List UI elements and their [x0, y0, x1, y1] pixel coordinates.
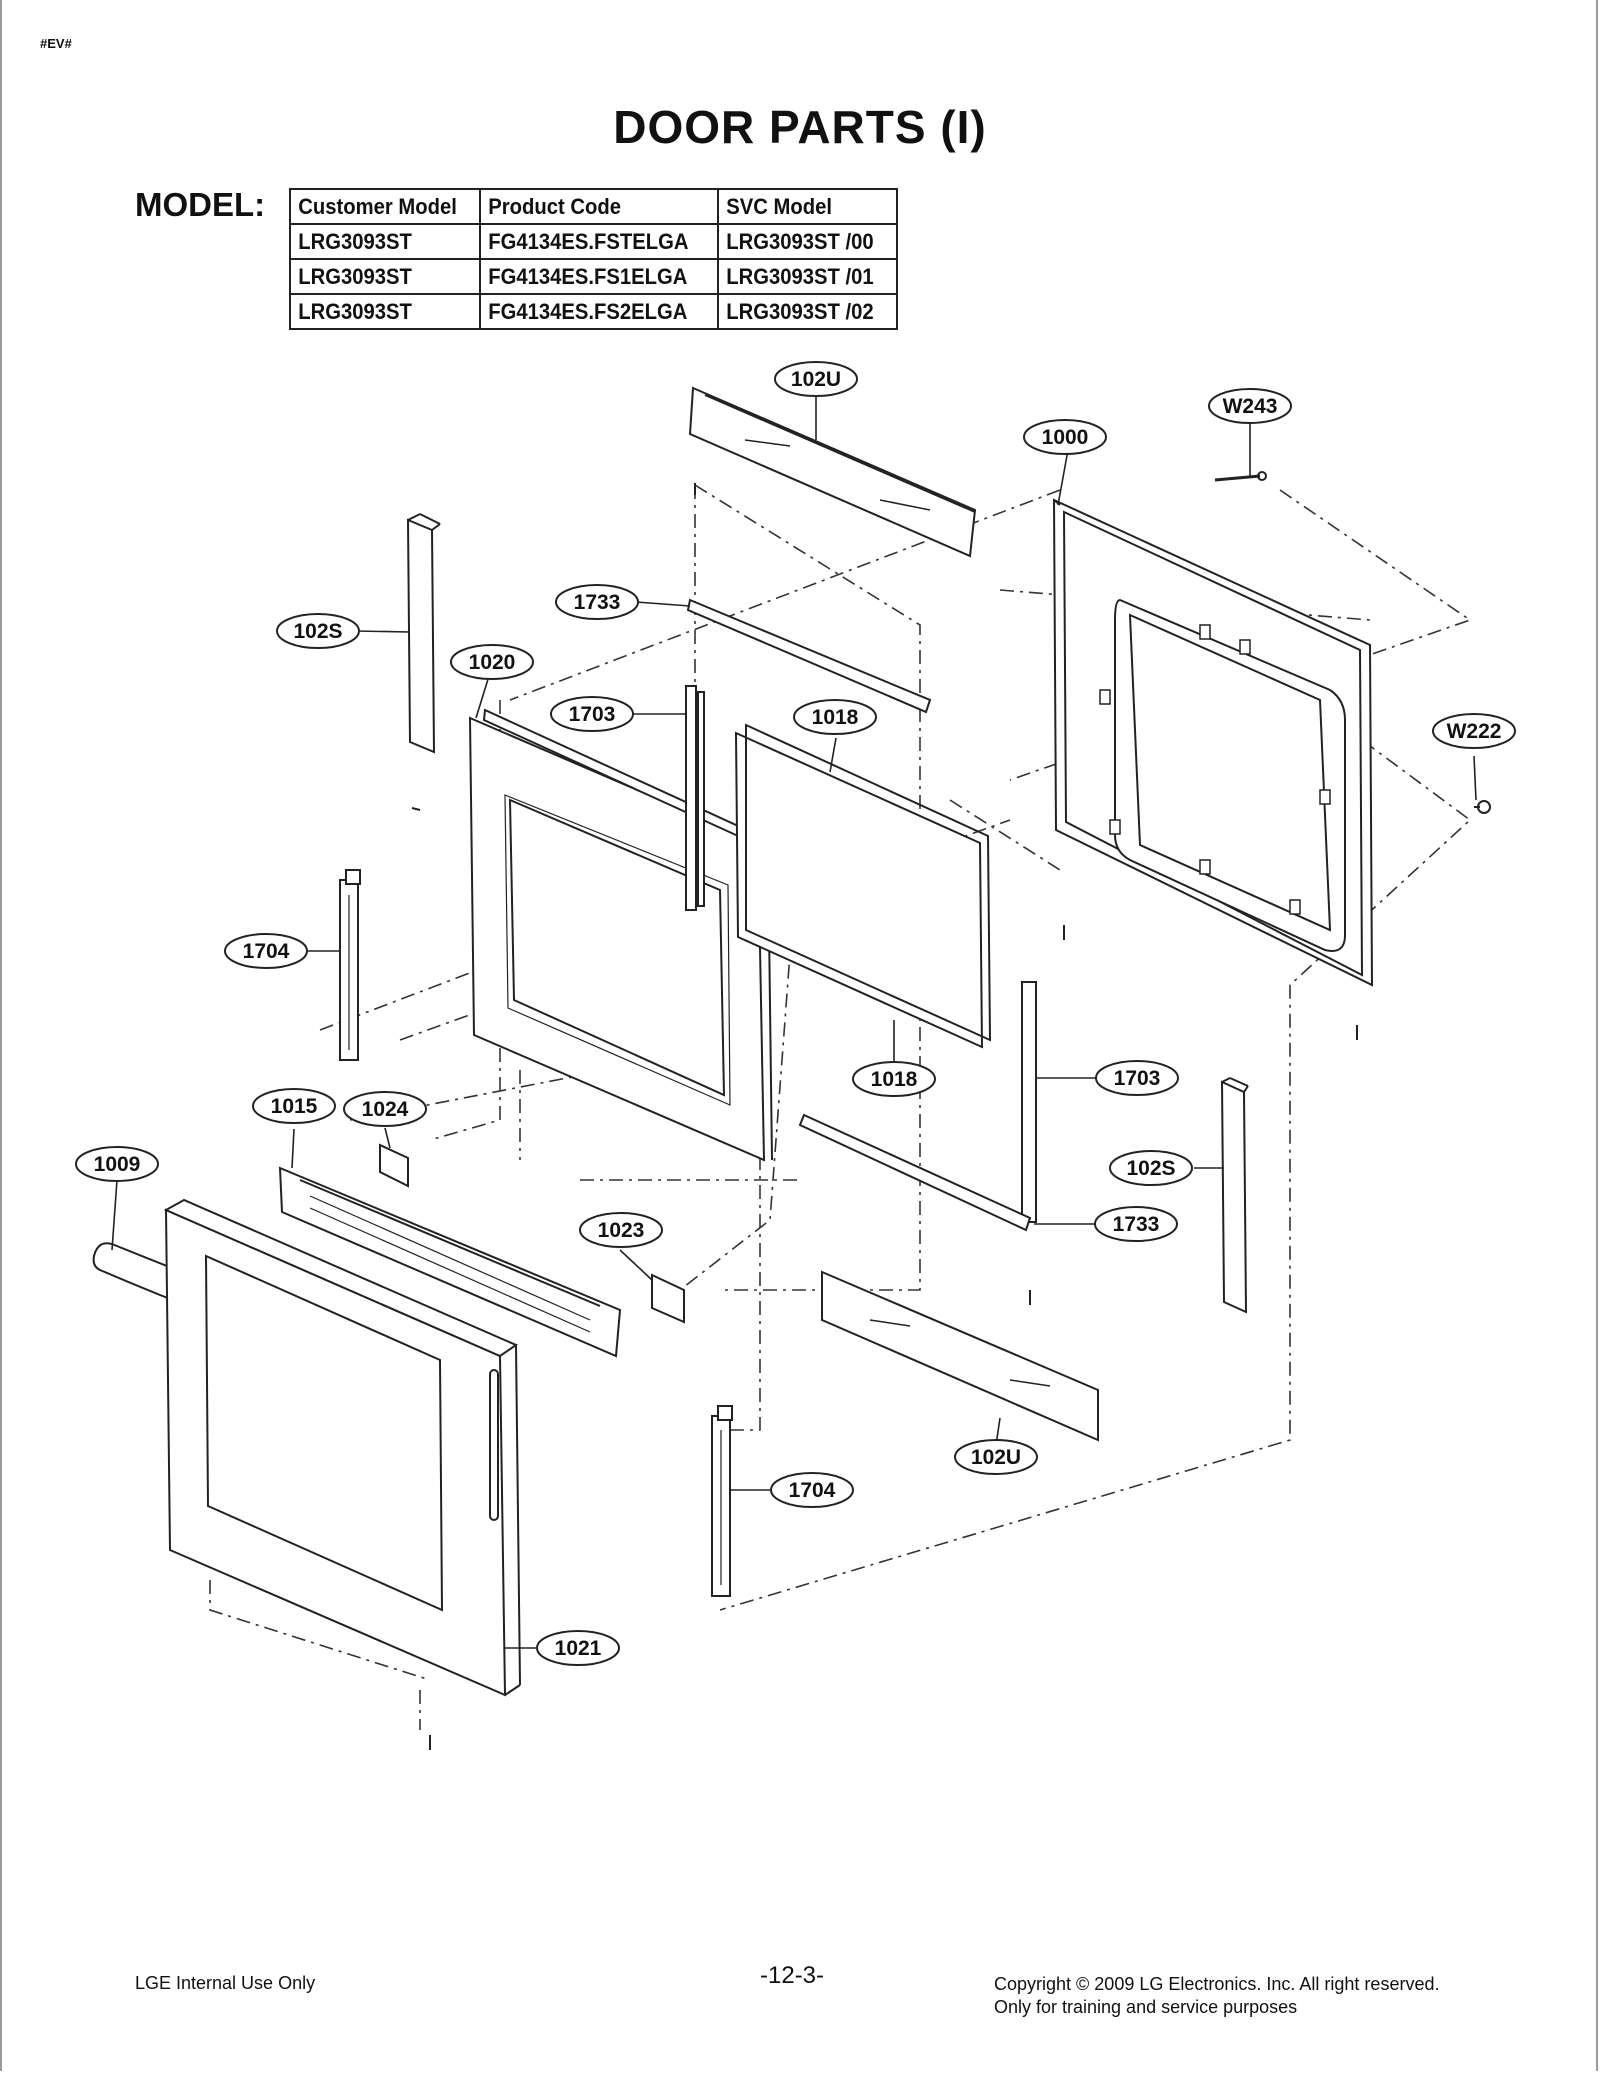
table-row: LRG3093ST FG4134ES.FS1ELGA LRG3093ST /01: [289, 258, 897, 295]
column-header: SVC Model: [717, 188, 884, 225]
table-row: LRG3093ST FG4134ES.FS2ELGA LRG3093ST /02: [289, 293, 897, 330]
trim-102s-left: [406, 513, 441, 754]
page-number: -12-3-: [760, 1962, 825, 1989]
callout-1000: 1000: [1042, 426, 1089, 449]
callout-labels: 102U W243 1000 1733 102S 1020 1703 1018 …: [94, 368, 1502, 1660]
plate-1024: [379, 1143, 409, 1188]
callout-w243: W243: [1223, 395, 1278, 418]
table-cell: FG4134ES.FS1ELGA: [479, 258, 701, 295]
copyright-line: Copyright © 2009 LG Electronics. Inc. Al…: [994, 1974, 1440, 1994]
rail-1015: [278, 1166, 622, 1358]
column-header: Customer Model: [289, 188, 467, 225]
inner-door-frame-1000: [1052, 498, 1374, 987]
column-header: Product Code: [479, 188, 701, 225]
table-row: LRG3093ST FG4134ES.FSTELGA LRG3093ST /00: [289, 223, 897, 260]
callout-102s-right: 102S: [1126, 1157, 1175, 1180]
callout-1024: 1024: [362, 1098, 409, 1121]
page-title: DOOR PARTS (I): [613, 101, 987, 153]
trim-102u-bottom: [821, 1270, 1099, 1442]
corner-mark: #EV#: [40, 36, 72, 51]
callout-1009: 1009: [94, 1153, 141, 1176]
callout-1733-bottom: 1733: [1113, 1213, 1160, 1236]
screw-w222: [1474, 800, 1491, 814]
table-cell: LRG3093ST /02: [717, 293, 884, 330]
callout-102u-top: 102U: [791, 368, 841, 391]
callout-1023: 1023: [598, 1219, 645, 1242]
callout-1018-bottom: 1018: [871, 1068, 918, 1091]
table-cell: LRG3093ST /00: [717, 223, 884, 260]
footer-copyright: Copyright © 2009 LG Electronics. Inc. Al…: [994, 1973, 1439, 2019]
hinge-1704-left: [339, 869, 361, 1061]
trim-102u-top: [688, 386, 977, 558]
callout-1733-top: 1733: [574, 591, 621, 614]
callout-bubbles: [75, 361, 1516, 1666]
callout-1703-right: 1703: [1114, 1067, 1161, 1090]
callout-1703-top: 1703: [569, 703, 616, 726]
callout-1704-left: 1704: [243, 940, 290, 963]
callout-102s-left: 102S: [293, 620, 342, 643]
door-frame-1020: [468, 708, 773, 1162]
callout-1015: 1015: [271, 1095, 318, 1118]
table-cell: LRG3093ST /01: [717, 258, 884, 295]
plate-1023: [651, 1273, 685, 1324]
table-cell: LRG3093ST: [289, 223, 467, 260]
strip-1733-top: [686, 598, 932, 714]
model-label: MODEL:: [135, 186, 266, 223]
callout-1704-bottom: 1704: [789, 1479, 836, 1502]
bracket-1703-top: [685, 685, 705, 911]
training-note: Only for training and service purposes: [994, 1997, 1298, 2017]
bracket-1703-right: [1021, 981, 1037, 1223]
outer-door-1021: [163, 1198, 521, 1697]
strip-1733-bottom: [798, 1113, 1032, 1232]
screw-w243: [1214, 471, 1267, 482]
callout-1020: 1020: [469, 651, 516, 674]
callout-1018-top: 1018: [812, 706, 859, 729]
small-screws: [411, 483, 1358, 1750]
trim-102s-right: [1220, 1077, 1249, 1314]
glass-pane-1018: [734, 723, 992, 1049]
table-cell: LRG3093ST: [289, 293, 467, 330]
model-table: Customer Model Product Code SVC Model LR…: [289, 188, 898, 330]
table-cell: FG4134ES.FSTELGA: [479, 223, 701, 260]
callout-1021: 1021: [555, 1637, 602, 1660]
callout-w222: W222: [1447, 720, 1502, 743]
callout-102u-bottom: 102U: [971, 1446, 1021, 1469]
model-table-header-row: Customer Model Product Code SVC Model: [289, 188, 897, 225]
table-cell: LRG3093ST: [289, 258, 467, 295]
frame-clips: [1099, 624, 1331, 915]
hinge-1704-bottom: [711, 1405, 733, 1597]
table-cell: FG4134ES.FS2ELGA: [479, 293, 701, 330]
footer-internal-use: LGE Internal Use Only: [135, 1973, 316, 1993]
